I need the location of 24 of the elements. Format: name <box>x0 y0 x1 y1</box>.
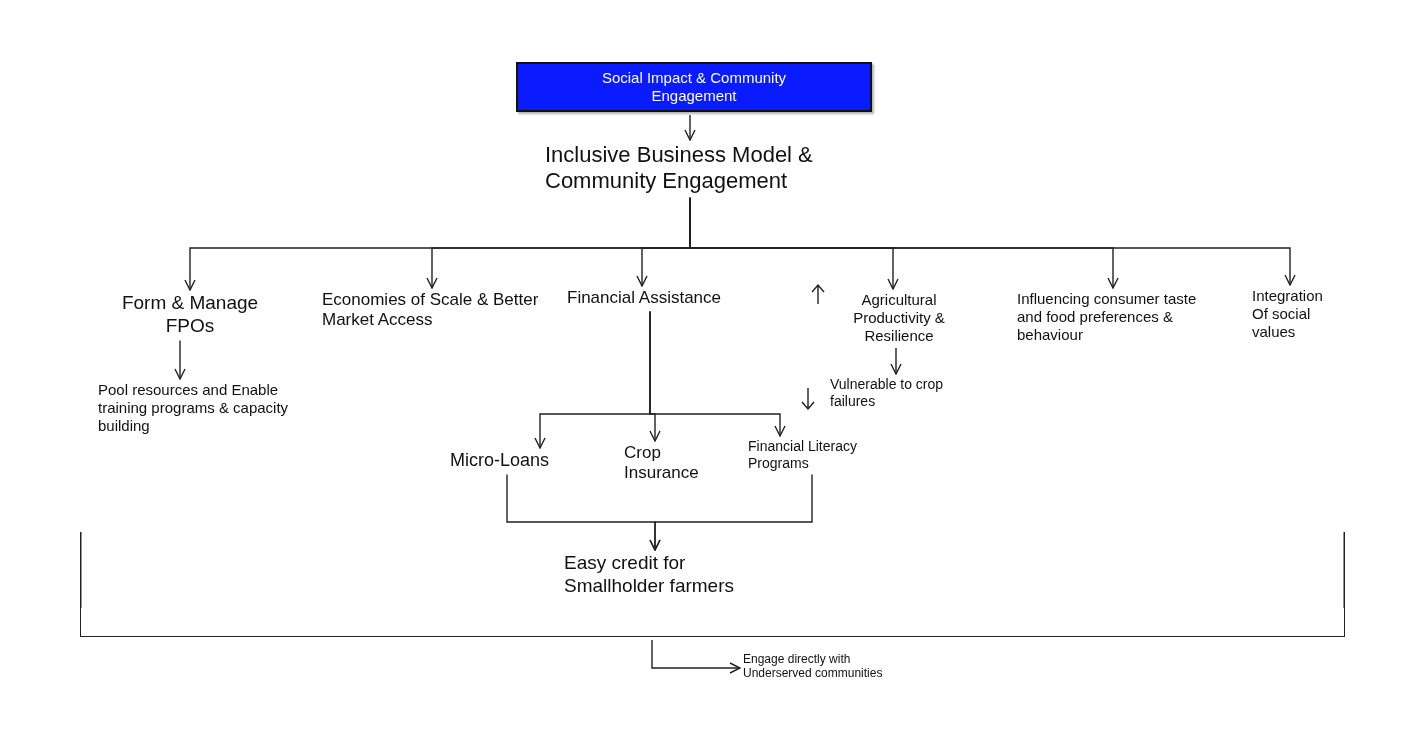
arrow <box>174 339 186 380</box>
node-text: Micro-Loans <box>450 450 551 472</box>
arrow <box>651 639 741 674</box>
node-text: Crop Insurance <box>624 443 700 484</box>
node-text: Financial Literacy Programs <box>748 438 858 472</box>
arrow <box>890 347 902 375</box>
bracket <box>80 608 1345 637</box>
node-text: Integration Of social values <box>1252 287 1324 341</box>
node-text: Easy credit for Smallholder farmers <box>564 552 735 598</box>
box-title: Social Impact & Community Engagement <box>600 69 788 105</box>
node-text: Engage directly with Underserved communities <box>743 652 884 681</box>
heading-text: Inclusive Business Model & Community Engagement <box>545 142 814 195</box>
arrow <box>649 310 786 437</box>
node-text: Form & Manage FPOs <box>120 292 260 338</box>
node-text: Economies of Scale & Better Market Access <box>322 290 540 331</box>
node-text: Financial Assistance <box>567 288 723 309</box>
header-box <box>516 62 872 112</box>
node-text: Vulnerable to crop failures <box>830 376 945 410</box>
node-text: Agricultural Productivity & Resilience <box>852 291 946 345</box>
arrow <box>689 197 1296 286</box>
node-text: Pool resources and Enable training programs & capacity building <box>98 381 290 435</box>
node-text: Influencing consumer taste and food preferences & behaviour <box>1017 290 1198 344</box>
arrow <box>684 114 696 141</box>
arrow <box>649 473 813 551</box>
